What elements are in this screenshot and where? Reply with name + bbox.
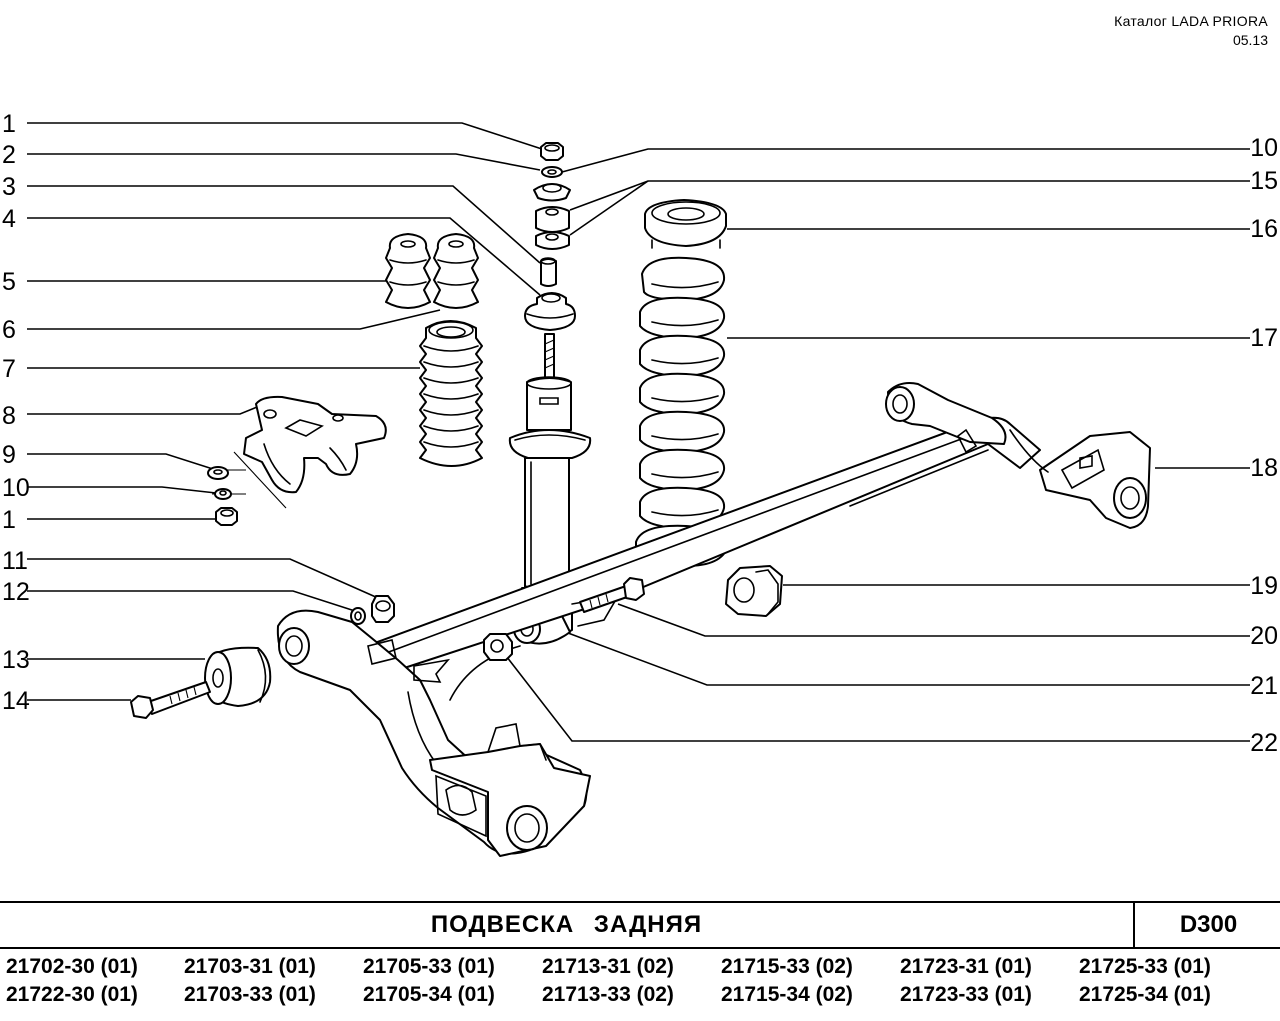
callout-left-4: 4 bbox=[2, 205, 16, 233]
bolt-14 bbox=[130, 681, 211, 719]
shock-absorber bbox=[508, 333, 592, 645]
rear-axle-beam-18 bbox=[276, 382, 1151, 857]
callout-left-6: 6 bbox=[2, 316, 16, 344]
callout-left-1: 1 bbox=[2, 110, 16, 138]
callout-left-14: 14 bbox=[2, 687, 30, 715]
callout-left-12: 12 bbox=[2, 578, 30, 606]
title-row: ПОДВЕСКА ЗАДНЯЯ D300 bbox=[0, 901, 1280, 949]
model-code: 21723-31 (01) bbox=[900, 955, 1032, 978]
nut-1-lower bbox=[215, 507, 238, 526]
model-row-2: 21722-30 (01) 21703-33 (01) 21705-34 (01… bbox=[0, 981, 1280, 1009]
callout-left-9: 9 bbox=[2, 441, 16, 469]
model-code: 21715-34 (02) bbox=[721, 983, 853, 1006]
catalog-name: Каталог LADA PRIORA bbox=[1114, 13, 1268, 29]
model-list: 21702-30 (01) 21703-31 (01) 21705-33 (01… bbox=[0, 953, 1280, 1009]
cushion-15-lower bbox=[535, 231, 570, 250]
model-code: 21703-33 (01) bbox=[184, 983, 316, 1006]
callout-left-7: 7 bbox=[2, 355, 16, 383]
cushion-15-upper bbox=[535, 206, 570, 233]
protective-boot-7 bbox=[419, 320, 483, 467]
washer-2 bbox=[541, 166, 563, 178]
callout-right-16: 16 bbox=[1250, 215, 1278, 243]
bump-stop-6 bbox=[433, 233, 479, 309]
bolt-20 bbox=[579, 577, 645, 613]
callout-right-18: 18 bbox=[1250, 454, 1278, 482]
model-code: 21702-30 (01) bbox=[6, 955, 138, 978]
callout-left-2: 2 bbox=[2, 141, 16, 169]
bump-stop-5 bbox=[385, 233, 431, 309]
nut-1 bbox=[540, 142, 564, 161]
washer-9 bbox=[207, 466, 229, 480]
callout-left-5: 5 bbox=[2, 268, 16, 296]
callout-left-11: 11 bbox=[2, 547, 28, 575]
model-code: 21705-33 (01) bbox=[363, 955, 495, 978]
title-block: ПОДВЕСКА ЗАДНЯЯ D300 21702-30 (01) 21703… bbox=[0, 901, 1280, 1021]
bracket-8 bbox=[212, 395, 387, 509]
left-callouts: 1 2 3 4 5 6 7 8 9 10 1 11 12 13 14 bbox=[2, 110, 30, 715]
nut-22 bbox=[483, 633, 513, 661]
cup-washer-10 bbox=[533, 183, 571, 202]
model-row-1: 21702-30 (01) 21703-31 (01) 21705-33 (01… bbox=[0, 953, 1280, 981]
nut-11 bbox=[371, 595, 395, 623]
right-callouts: 10 15 16 17 18 19 20 21 22 bbox=[1250, 134, 1278, 757]
model-code: 21723-33 (01) bbox=[900, 983, 1032, 1006]
coil-spring-17 bbox=[635, 256, 729, 567]
callout-right-22: 22 bbox=[1250, 729, 1278, 757]
callout-left-8: 8 bbox=[2, 402, 16, 430]
catalog-header: Каталог LADA PRIORA 05.13 bbox=[1114, 12, 1268, 50]
callout-right-20: 20 bbox=[1250, 622, 1278, 650]
section-code: D300 bbox=[1133, 903, 1280, 947]
model-code: 21713-33 (02) bbox=[542, 983, 674, 1006]
callout-left-1b: 1 bbox=[2, 506, 16, 534]
section-title: ПОДВЕСКА ЗАДНЯЯ bbox=[430, 911, 703, 938]
leader-lines bbox=[27, 122, 1250, 742]
washer-12 bbox=[350, 607, 366, 625]
model-code: 21705-34 (01) bbox=[363, 983, 495, 1006]
model-code: 21713-31 (02) bbox=[542, 955, 674, 978]
callout-left-3: 3 bbox=[2, 173, 16, 201]
exploded-view-drawing: 1 2 3 4 5 6 7 8 9 10 1 11 12 13 14 10 15… bbox=[2, 110, 1278, 857]
model-code: 21715-33 (02) bbox=[721, 955, 853, 978]
stabilizer-bushing-19 bbox=[725, 565, 783, 617]
callout-right-10: 10 bbox=[1250, 134, 1278, 162]
spacer-sleeve-3 bbox=[540, 257, 557, 287]
catalog-date: 05.13 bbox=[1232, 32, 1268, 48]
upper-mount-parts bbox=[524, 142, 576, 331]
callout-right-19: 19 bbox=[1250, 572, 1278, 600]
model-code: 21703-31 (01) bbox=[184, 955, 316, 978]
callout-left-10: 10 bbox=[2, 474, 30, 502]
lock-washer-10 bbox=[214, 488, 232, 500]
callout-left-13: 13 bbox=[2, 646, 30, 674]
model-code: 21725-33 (01) bbox=[1079, 955, 1211, 978]
support-cup-4 bbox=[524, 292, 576, 331]
model-code: 21722-30 (01) bbox=[6, 983, 138, 1006]
callout-right-15: 15 bbox=[1250, 167, 1278, 195]
model-code: 21725-34 (01) bbox=[1079, 983, 1211, 1006]
callout-right-21: 21 bbox=[1250, 672, 1278, 700]
spring-insulator-16 bbox=[644, 199, 727, 249]
callout-right-17: 17 bbox=[1250, 324, 1278, 352]
silent-block-13 bbox=[204, 646, 272, 707]
